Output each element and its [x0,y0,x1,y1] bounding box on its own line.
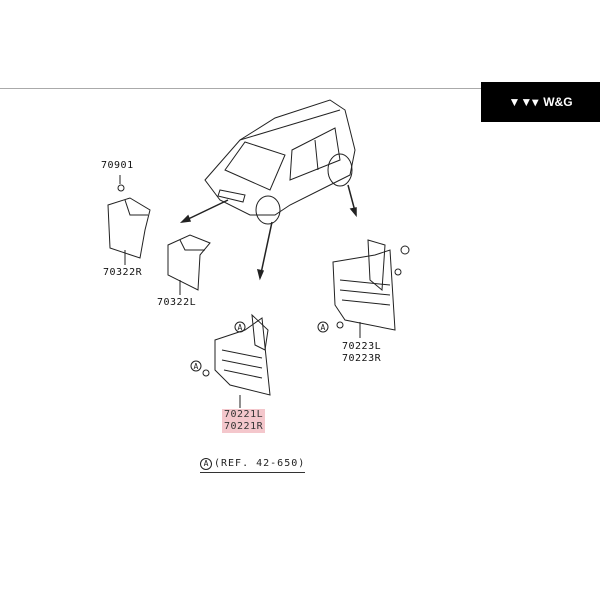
marker-circles: A A A [190,321,329,372]
part-label-70221: 70221L 70221R [222,409,266,433]
leader-lines [119,175,181,295]
part-label-70322R: 70322R [103,267,143,278]
brand-badge: ▼▼▾ W&G [481,82,600,122]
part-label-70223R: 70223R [342,353,382,364]
reference-note: A(REF. 42-650) [200,458,306,473]
svg-text:A: A [321,323,326,332]
svg-text:A: A [238,323,243,332]
triangles-logo-icon: ▼▼▾ [508,95,539,109]
part-label-70322L: 70322L [157,297,197,308]
marker-a: A [200,458,212,470]
brand-name: W&G [543,95,573,109]
arrows [179,184,357,281]
mudflap-70221 [202,313,271,408]
part-label-70223: 70223L 70223R [342,341,381,365]
mudflap-70223 [332,239,410,338]
part-label-70901: 70901 [101,160,134,171]
top-divider [0,88,482,89]
part-label-70221R: 70221R [222,421,266,433]
reference-text: (REF. 42-650) [214,458,306,469]
part-label-70221L: 70221L [222,409,266,421]
vehicle-drawing [204,99,356,225]
svg-text:A: A [194,362,199,371]
part-label-70223L: 70223L [342,341,382,352]
liner-70322L [167,234,211,291]
liner-70322R [107,184,151,259]
